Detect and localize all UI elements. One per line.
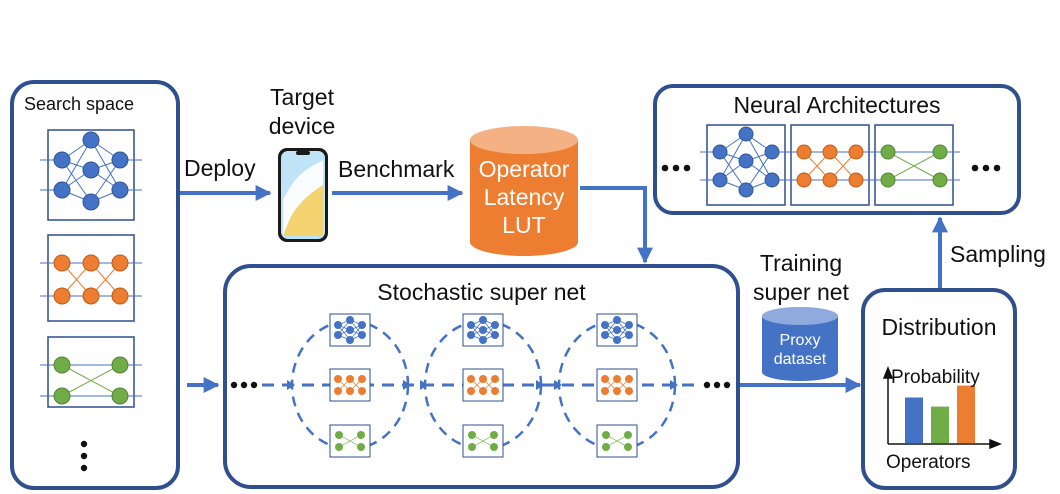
training-super-net-label-text: Training super net [753,250,849,305]
target-device-label: Target device [262,83,342,141]
supernet-orange-operator [596,368,638,402]
supernet-blue-operator [596,313,638,347]
supernet-orange-operator [329,368,371,402]
proxy-dataset-cylinder [762,307,838,381]
search-space-more-ellipsis [80,440,88,472]
supernet-orange-operator [462,368,504,402]
latency-lut-cylinder [470,126,578,256]
supernet-layer [287,313,411,458]
supernet-layer [420,313,544,458]
benchmark-label: Benchmark [338,156,455,182]
supernet-layers [262,313,700,458]
arch-ellipsis-right [971,164,1001,172]
stochastic-super-net-label: Stochastic super net [377,279,586,305]
supernet-blue-operator [462,313,504,347]
proxy-dataset-label-text: Proxy dataset [773,332,827,369]
arch-ellipsis-left [661,164,691,172]
proxy-dataset-label: Proxy dataset [762,331,838,369]
target-device-label-text: Target device [268,84,336,139]
supernet-green-operator [596,424,638,458]
distribution-axes [882,365,1003,450]
operators-label: Operators [886,452,971,473]
supernet-green-operator [462,424,504,458]
distribution-bar-orange [957,385,975,443]
search-space-green-operator [40,336,142,408]
neural-architectures-label: Neural Architectures [733,92,941,118]
arch-orange-operator [785,124,876,206]
distribution-label: Distribution [881,314,997,340]
stochastic-super-net-panel [223,264,740,489]
distribution-bars [905,385,975,443]
arch-blue-operator [700,124,792,206]
search-space-panel [10,80,180,490]
lut-to-supernet-arrow [580,186,653,264]
supernet-ellipsis-right [703,381,731,389]
search-space-label: Search space [24,94,135,114]
deploy-label: Deploy [184,155,256,181]
supernet-blue-operator [329,313,371,347]
supernet-green-operator [329,424,371,458]
distribution-bar-blue [905,397,923,443]
arch-green-operator [869,124,960,206]
training-super-net-label: Training super net [742,249,860,307]
phone-icon [278,148,328,242]
neural-architectures-panel [653,84,1021,215]
supernet-ellipsis-left [230,381,258,389]
supernet-layer [554,313,678,458]
lut-label-text: Operator Latency LUT [478,156,570,239]
distribution-bar-green [931,406,949,443]
search-space-orange-operator [40,234,142,322]
sampling-label: Sampling [950,241,1046,267]
distribution-panel [861,288,1017,490]
probability-label: Probability [891,367,980,388]
lut-label: Operator Latency LUT [470,155,578,239]
search-space-blue-operator [40,129,142,221]
